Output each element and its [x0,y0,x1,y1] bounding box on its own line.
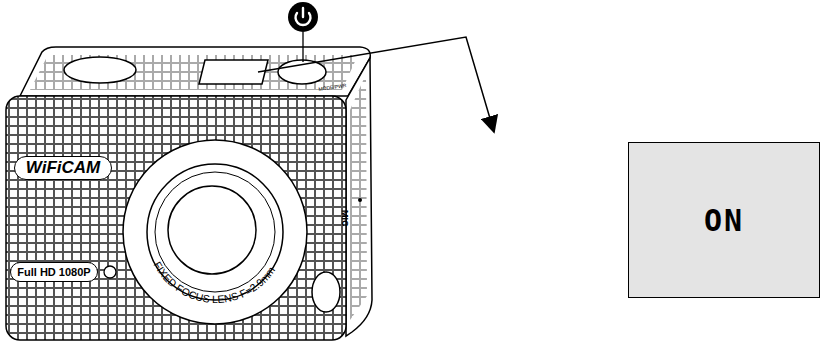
camera-front [6,96,346,340]
lens-housing [123,140,307,324]
power-icon [288,2,318,32]
lcd-screen [199,60,268,84]
shutter-button [64,57,136,83]
name-plate: Full HD 1080P [10,262,98,282]
leader-line [258,37,494,132]
led [104,266,116,278]
camera-top [20,47,370,96]
lcd-zoom-box: ON [628,142,820,298]
brand-label: WiFiCAM [26,158,100,178]
mic-hole [358,198,362,202]
lens-label: FIXED FOCUS LENS F=2.9mm [151,259,277,305]
leader-line [302,32,303,62]
side-button [312,272,340,312]
brand-label: Full HD 1080P [17,266,90,278]
power-button [278,60,326,84]
lens-glass [168,186,256,274]
display-text: ON [704,203,744,238]
mic-label: MIC [340,210,350,227]
camera-side [346,58,372,336]
name-plate: WiFiCAM [14,156,112,180]
